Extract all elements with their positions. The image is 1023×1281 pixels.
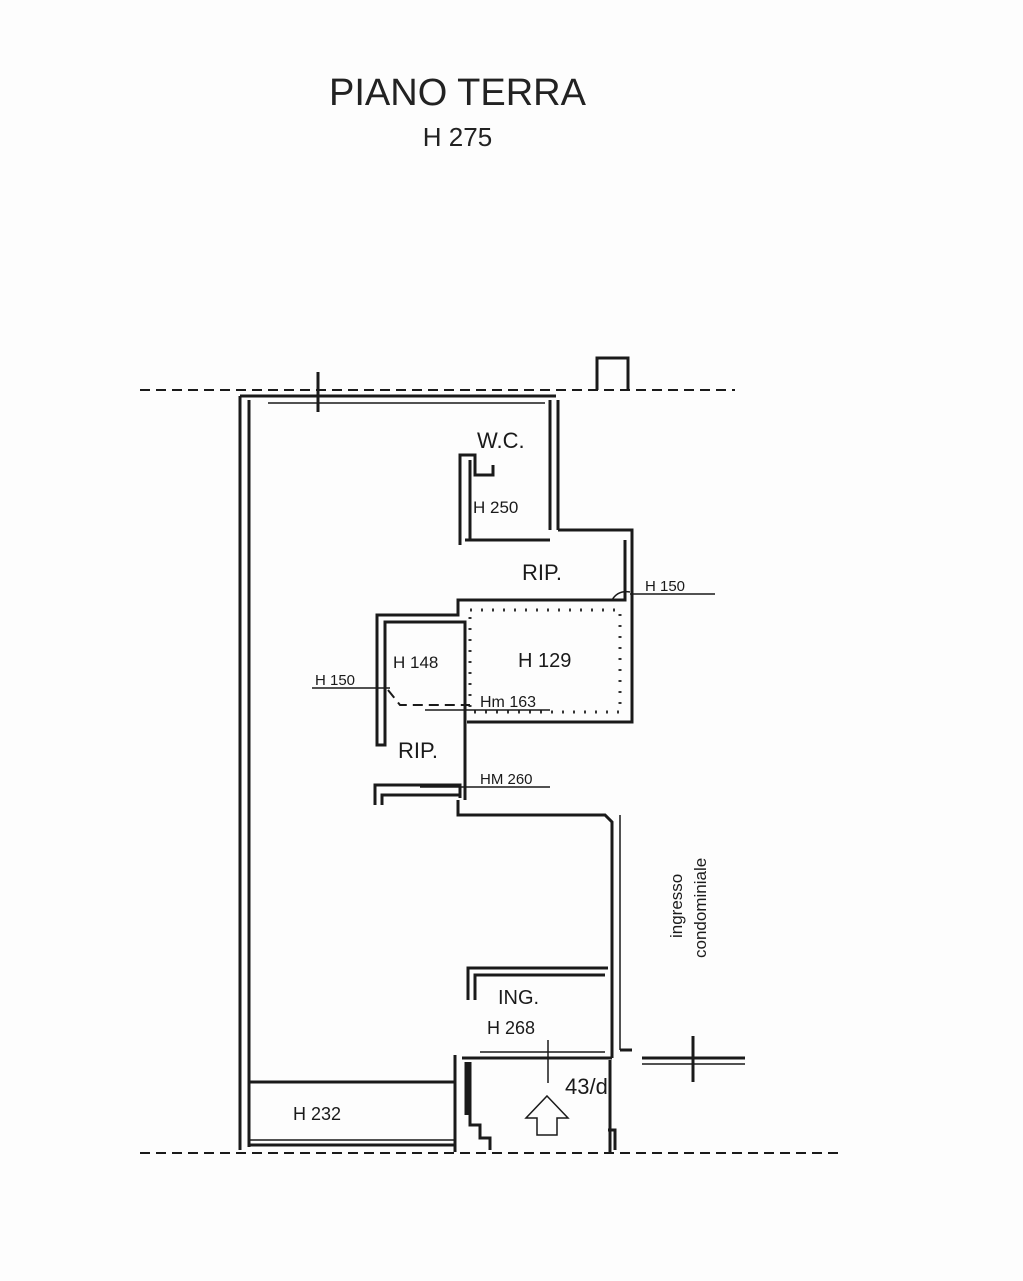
label-hm163: Hm 163: [480, 694, 536, 711]
label-h150-left: H 150: [315, 672, 355, 689]
label-ing-height: H 268: [487, 1018, 535, 1038]
plan-height: H 275: [422, 122, 493, 152]
entrance-box: [453, 1036, 745, 1152]
label-rip-lower: RIP.: [398, 738, 438, 763]
label-wc: W.C.: [477, 428, 525, 453]
label-ingresso: ingresso: [667, 874, 686, 938]
left-wall: [238, 396, 251, 1150]
label-civic-number: 43/d: [565, 1074, 608, 1099]
plan-title: PIANO TERRA: [329, 72, 586, 114]
label-ingresso-condominiale: ingresso condominiale: [667, 858, 710, 958]
lower-walls: [373, 783, 632, 1058]
entrance-arrow-icon: [524, 1094, 570, 1136]
storage-block: [375, 540, 634, 800]
top-wall: [240, 372, 556, 412]
chimney: [595, 356, 630, 390]
wc-room: [458, 400, 634, 600]
bottom-room: [249, 1080, 455, 1147]
label-rip-upper: RIP.: [522, 560, 562, 585]
label-h148: H 148: [393, 653, 438, 672]
label-condominiale: condominiale: [691, 858, 710, 958]
label-h129: H 129: [518, 650, 571, 672]
label-ing: ING.: [498, 987, 539, 1009]
label-wc-height: H 250: [473, 498, 518, 517]
label-h150-right: H 150: [645, 578, 685, 595]
label-hm260: HM 260: [480, 771, 533, 788]
label-h232: H 232: [293, 1104, 341, 1124]
